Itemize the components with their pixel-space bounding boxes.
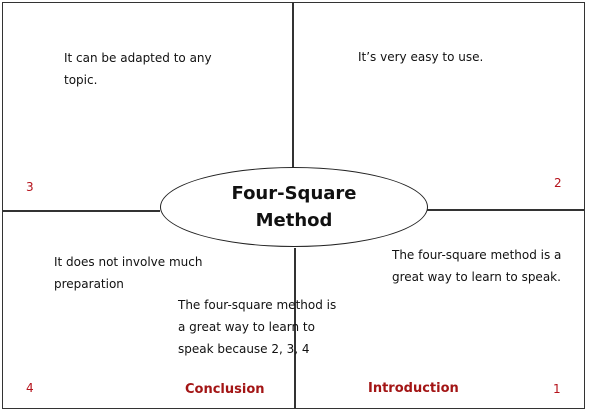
center-title-line1: Four-Square [231, 183, 357, 204]
top-left-text-line1: It can be adapted to any [64, 51, 212, 65]
center-oval [160, 167, 428, 247]
summary-text-line3: speak because 2, 3, 4 [178, 342, 310, 356]
bottom-right-text-line2: great way to learn to speak. [392, 270, 561, 284]
vertical-divider-bottom [294, 248, 296, 409]
conclusion-label: Conclusion [185, 382, 265, 397]
bottom-right-text: The four-square method is a great way to… [392, 244, 561, 288]
horizontal-divider-left [2, 210, 160, 212]
center-title: Four-Square Method [160, 180, 428, 234]
horizontal-divider-right [426, 209, 585, 211]
top-right-text: It’s very easy to use. [358, 50, 484, 64]
top-left-text-line2: topic. [64, 73, 98, 87]
summary-text-line1: The four-square method is [178, 298, 337, 312]
center-title-line2: Method [255, 210, 333, 231]
bottom-left-number: 4 [26, 381, 34, 395]
summary-text-line2: a great way to learn to [178, 320, 315, 334]
top-right-number: 2 [554, 176, 562, 190]
top-left-text: It can be adapted to any topic. [64, 47, 212, 91]
bottom-left-text-line1: It does not involve much [54, 255, 203, 269]
introduction-label: Introduction [368, 381, 459, 396]
bottom-left-text: It does not involve much preparation [54, 251, 202, 295]
vertical-divider-top [292, 2, 294, 170]
bottom-right-number: 1 [553, 382, 561, 396]
top-left-number: 3 [26, 180, 34, 194]
bottom-left-text-line2: preparation [54, 277, 124, 291]
summary-text: The four-square method is a great way to… [178, 294, 336, 360]
diagram-frame [2, 2, 585, 409]
bottom-right-text-line1: The four-square method is a [392, 248, 562, 262]
